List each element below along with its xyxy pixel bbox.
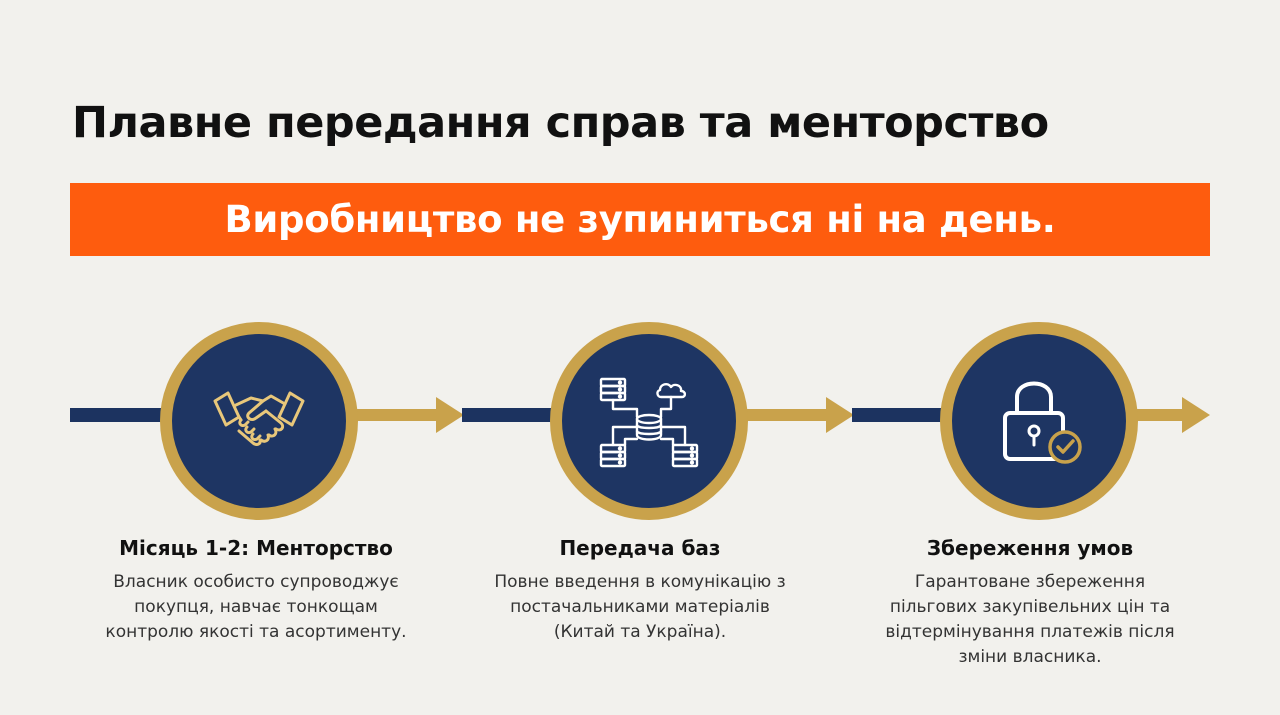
- step-2-circle: [550, 322, 748, 520]
- database-cloud-icon: [599, 377, 699, 468]
- step-1-title: Місяць 1-2: Менторство: [119, 536, 393, 560]
- timeline-gold-2: [730, 409, 828, 421]
- step-2-description: Повне введення в комунікацію з постачаль…: [494, 572, 786, 642]
- timeline-gold-1: [340, 409, 438, 421]
- timeline-line-3: [852, 408, 946, 422]
- timeline-arrow-3: [1182, 397, 1210, 433]
- step-2-title: Передача баз: [559, 536, 721, 560]
- page-title: Плавне передання справ та менторство: [72, 98, 1049, 148]
- timeline-arrow-2: [826, 397, 854, 433]
- step-3-text: Збереження умов Гарантоване збереження п…: [850, 536, 1210, 670]
- step-3-circle: [940, 322, 1138, 520]
- step-1-text: Місяць 1-2: Менторство Власник особисто …: [76, 536, 436, 645]
- timeline-line-2: [462, 408, 556, 422]
- step-3-title: Збереження умов: [926, 536, 1134, 560]
- lock-check-icon: [1003, 381, 1082, 464]
- step-2-text: Передача баз Повне введення в комунікаці…: [460, 536, 820, 645]
- headline-banner: Виробництво не зупиниться ні на день.: [70, 183, 1210, 256]
- step-1-description: Власник особисто супроводжує покупця, на…: [105, 572, 407, 642]
- timeline-arrow-1: [436, 397, 464, 433]
- step-1-circle: [160, 322, 358, 520]
- timeline-line-1: [70, 408, 166, 422]
- handshake-icon: [213, 391, 305, 446]
- step-3-description: Гарантоване збереження пільгових закупів…: [885, 572, 1175, 667]
